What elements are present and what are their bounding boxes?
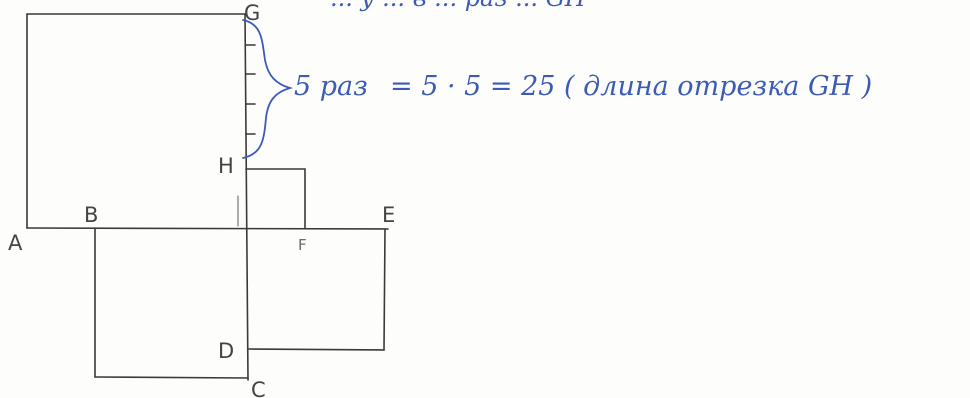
annotation-equation: = 5 · 5 = 25 ( длина отрезка GH ) <box>390 71 872 102</box>
curly-brace <box>242 19 294 159</box>
small-square-hf <box>237 168 306 229</box>
label-c: C <box>251 378 266 398</box>
label-f: F <box>298 236 307 254</box>
left-large-square <box>26 13 246 229</box>
cut-off-top-line: ... у ... в ... раз ... GH <box>330 0 587 12</box>
label-g: G <box>244 1 260 25</box>
vertical-line-gc <box>244 13 249 381</box>
label-e: E <box>382 203 395 227</box>
label-b: B <box>84 203 98 227</box>
baseline-ae <box>26 227 389 230</box>
label-h: H <box>218 154 234 178</box>
right-rectangle-ed <box>247 228 386 351</box>
gh-tick-marks <box>245 44 256 135</box>
lower-left-square <box>94 227 249 379</box>
annotation-times: 5 раз <box>294 71 368 102</box>
label-a: A <box>8 231 23 255</box>
label-d: D <box>218 339 234 363</box>
